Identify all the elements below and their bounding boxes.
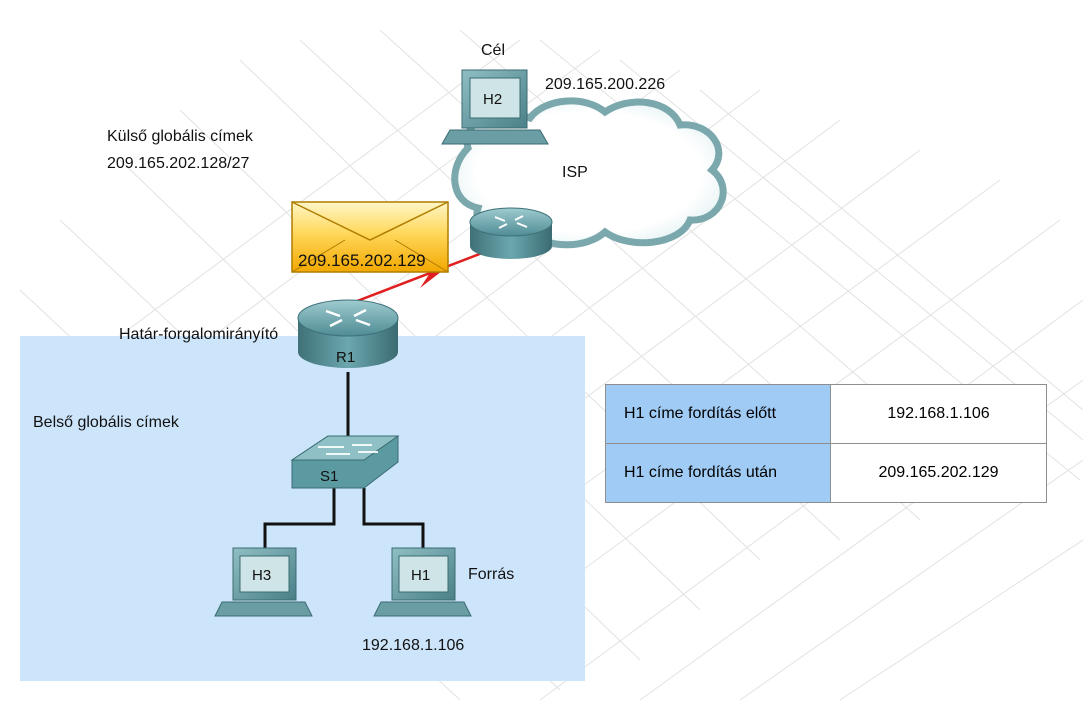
label-inside-global: Belső globális címek (33, 414, 179, 431)
label-outside-global-title: Külső globális címek (107, 128, 253, 145)
switch-s1: S1 (290, 435, 400, 489)
link-r1-isp (351, 248, 491, 305)
nat-translation-table: H1 címe fordítás előtt 192.168.1.106 H1 … (605, 384, 1047, 503)
link-s1-h1 (362, 488, 425, 548)
links (263, 248, 491, 548)
packet-envelope: 209.165.202.129 (291, 201, 449, 273)
nat-row-key: H1 címe fordítás előtt (605, 384, 831, 444)
inside-zone (20, 336, 585, 681)
label-isp: ISP (562, 164, 588, 181)
label-source: Forrás (468, 566, 515, 583)
device-label-s1: S1 (320, 468, 338, 485)
device-label-r1: R1 (336, 349, 355, 366)
pc-h2: H2 (441, 69, 549, 145)
nat-row-value: 192.168.1.106 (830, 384, 1047, 444)
table-row: H1 címe fordítás előtt 192.168.1.106 (605, 384, 1047, 444)
isp-router (469, 207, 553, 259)
packet-address: 209.165.202.129 (298, 251, 426, 270)
nat-row-key: H1 címe fordítás után (605, 443, 831, 503)
table-row: H1 címe fordítás után 209.165.202.129 (605, 443, 1047, 503)
device-label-h1: H1 (411, 567, 430, 584)
nat-row-value: 209.165.202.129 (830, 443, 1047, 503)
label-outside-global-range: 209.165.202.128/27 (107, 155, 250, 172)
label-border-router: Határ-forgalomirányító (119, 326, 279, 343)
label-destination: Cél (481, 42, 506, 59)
device-label-h3: H3 (252, 567, 271, 584)
pc-h1: H1 (373, 547, 472, 617)
link-s1-h3 (263, 488, 336, 548)
router-r1: R1 (297, 299, 399, 368)
pc-h3: H3 (214, 547, 313, 617)
label-h2-ip: 209.165.200.226 (545, 76, 666, 93)
label-h1-ip: 192.168.1.106 (362, 637, 465, 654)
device-label-h2: H2 (483, 91, 502, 108)
